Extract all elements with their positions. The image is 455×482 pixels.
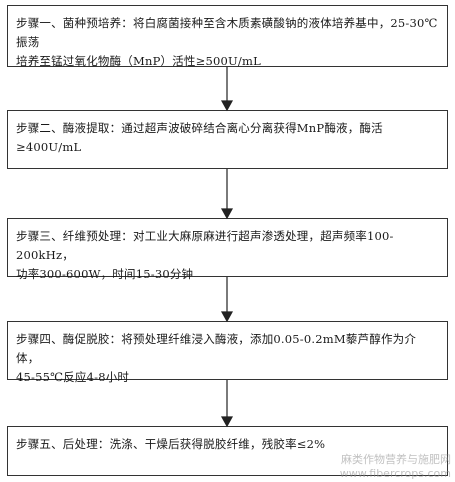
step-3-line-2: 功率300-600W，时间15-30分钟 bbox=[16, 267, 194, 281]
step-4-box: 步骤四、酶促脱胶：将预处理纤维浸入酶液，添加0.05-0.2mM藜芦醇作为介体，… bbox=[7, 321, 448, 384]
step-1-box: 步骤一、菌种预培养：将白腐菌接种至含木质素磺酸钠的液体培养基中，25-30℃振荡… bbox=[7, 5, 448, 68]
step-1-line-2: 培养至锰过氧化物酶（MnP）活性≥500U/mL bbox=[16, 54, 261, 68]
arrow-4-head bbox=[220, 416, 234, 428]
step-4-line-1: 步骤四、酶促脱胶：将预处理纤维浸入酶液，添加0.05-0.2mM藜芦醇作为介体， bbox=[16, 332, 417, 365]
step-3-box: 步骤三、纤维预处理：对工业大麻原麻进行超声渗透处理，超声频率100-200kHz… bbox=[7, 218, 448, 281]
step-5-line-1: 步骤五、后处理：洗涤、干燥后获得脱胶纤维，残胶率≤2% bbox=[16, 437, 326, 451]
arrow-1-head bbox=[220, 100, 234, 112]
step-2-box: 步骤二、酶液提取：通过超声波破碎结合离心分离获得MnP酶液，酶活≥400U/mL bbox=[7, 110, 448, 169]
step-1-line-1: 步骤一、菌种预培养：将白腐菌接种至含木质素磺酸钠的液体培养基中，25-30℃振荡 bbox=[16, 16, 438, 49]
arrow-2-head bbox=[220, 208, 234, 220]
step-4-line-2: 45-55℃反应4-8小时 bbox=[16, 370, 130, 384]
step-5-box: 步骤五、后处理：洗涤、干燥后获得脱胶纤维，残胶率≤2% bbox=[7, 426, 448, 476]
arrow-3-head bbox=[220, 311, 234, 323]
step-2-line-1: 步骤二、酶液提取：通过超声波破碎结合离心分离获得MnP酶液，酶活≥400U/mL bbox=[16, 121, 383, 154]
step-3-line-1: 步骤三、纤维预处理：对工业大麻原麻进行超声渗透处理，超声频率100-200kHz… bbox=[16, 229, 394, 262]
